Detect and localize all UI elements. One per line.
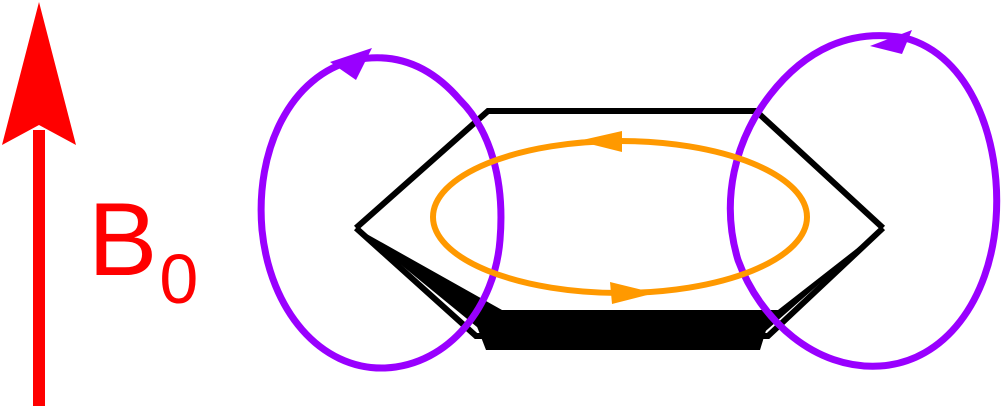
- ring-front-thick-edge: [476, 324, 768, 350]
- induced-field-loop-left: [257, 54, 505, 372]
- ring-current-arrow-bottom: [610, 282, 655, 304]
- ring-top-edge: [354, 108, 886, 231]
- field-symbol: B: [88, 182, 158, 298]
- field-arrow-head: [2, 2, 76, 145]
- induced-field-arrows: [330, 30, 912, 80]
- ring-current-loop: [430, 138, 810, 296]
- ring-current-arrow-top: [578, 131, 622, 152]
- ring-front-edge: [356, 228, 883, 336]
- ring-current: [430, 131, 810, 304]
- induced-field-lines: [257, 32, 1001, 372]
- induced-field-arrowhead-left: [330, 48, 372, 80]
- induced-field-loop-right: [726, 32, 1001, 370]
- field-arrow: [2, 2, 76, 406]
- induced-field-arrowhead-right: [870, 30, 912, 54]
- benzene-ring: [353, 108, 886, 350]
- field-label: B0: [88, 188, 198, 314]
- field-subscript: 0: [159, 240, 199, 318]
